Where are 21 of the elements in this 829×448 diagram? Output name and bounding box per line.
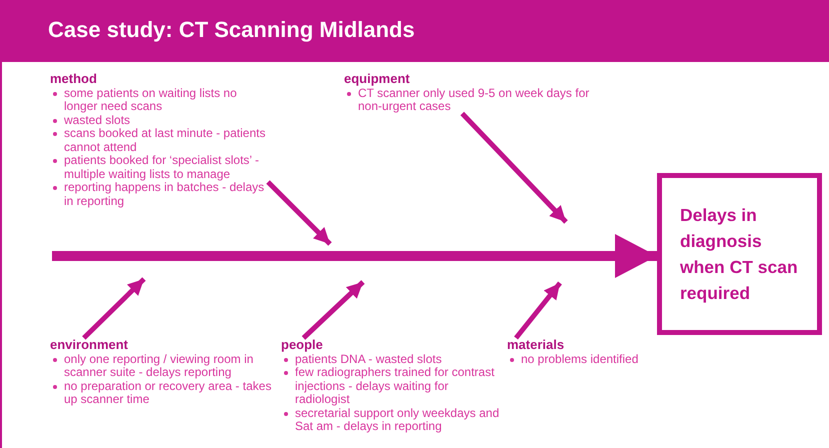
arrow [514,281,562,340]
category-heading: materials [507,338,564,352]
title: Case study: CT Scanning Midlands [48,17,415,43]
spine-arrow [52,234,657,278]
category-heading: people [281,338,323,352]
bullet-text: wasted slots [64,112,130,126]
bullet-text: reporting happens in batches - delays in reporting [64,180,264,208]
effect-box [657,173,822,335]
category-heading: environment [50,338,128,352]
bullet-text: no preparation or recovery area - takes up scanner time [64,378,272,406]
bullet-text: secretarial support only weekdays and Sat am - delays in reporting [295,406,500,433]
arrow [82,277,146,340]
bullet-text: no problems identified [521,352,638,366]
bullet-text: CT scanner only used 9-5 on week days for non-urgent cases [358,86,590,113]
arrow [302,280,365,340]
arrow [460,112,568,224]
category-heading: equipment [344,72,410,86]
bullet-text: patients DNA - wasted slots [295,352,442,366]
effect-text: Delays in diagnosis when CT scan required [680,204,799,305]
category-heading: method [50,72,97,86]
arrow [266,180,332,246]
